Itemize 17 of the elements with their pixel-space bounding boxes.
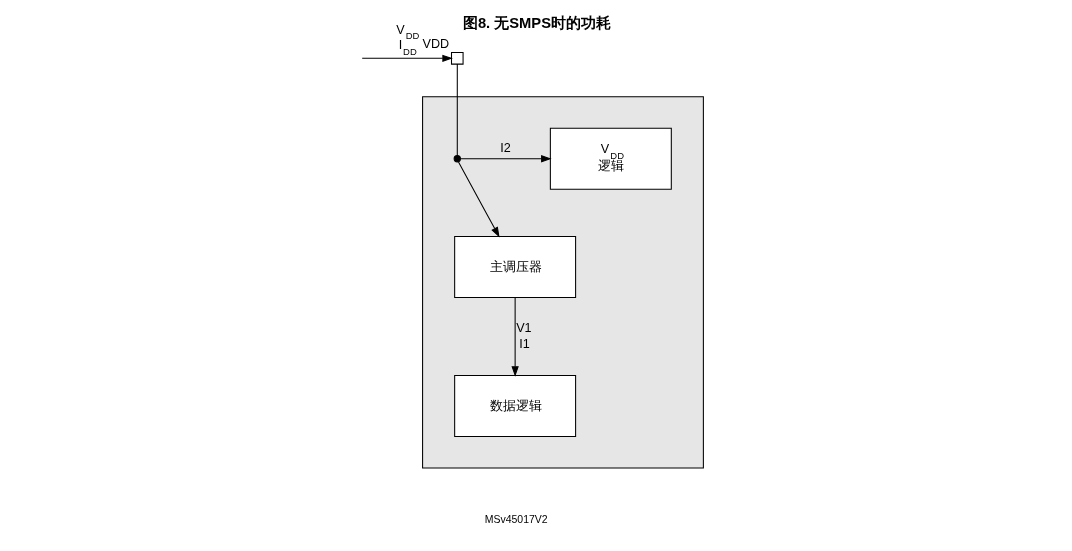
- connector: [456, 63, 458, 157]
- node-label: VDD: [422, 37, 449, 52]
- edge-label: V$_{DD}$ I$_{DD}$: [395, 22, 419, 57]
- cluster: [421, 96, 704, 469]
- node-box: 主调压器: [453, 236, 576, 299]
- edge-label: I2: [499, 140, 511, 155]
- edge-label: V1 I1: [515, 320, 532, 351]
- label: MSv45017V2: [484, 512, 548, 525]
- node-circle: [453, 155, 461, 163]
- arrow: [457, 161, 500, 238]
- node-box: 数据逻辑: [453, 374, 576, 437]
- node-box: V$_{DD}$ 逻辑: [549, 127, 672, 190]
- arrow: [459, 155, 552, 163]
- node-box: [450, 52, 464, 65]
- arrow: [361, 54, 453, 62]
- diagram-title: 图8. 无SMPS时的功耗: [462, 14, 611, 31]
- arrow: [510, 297, 519, 377]
